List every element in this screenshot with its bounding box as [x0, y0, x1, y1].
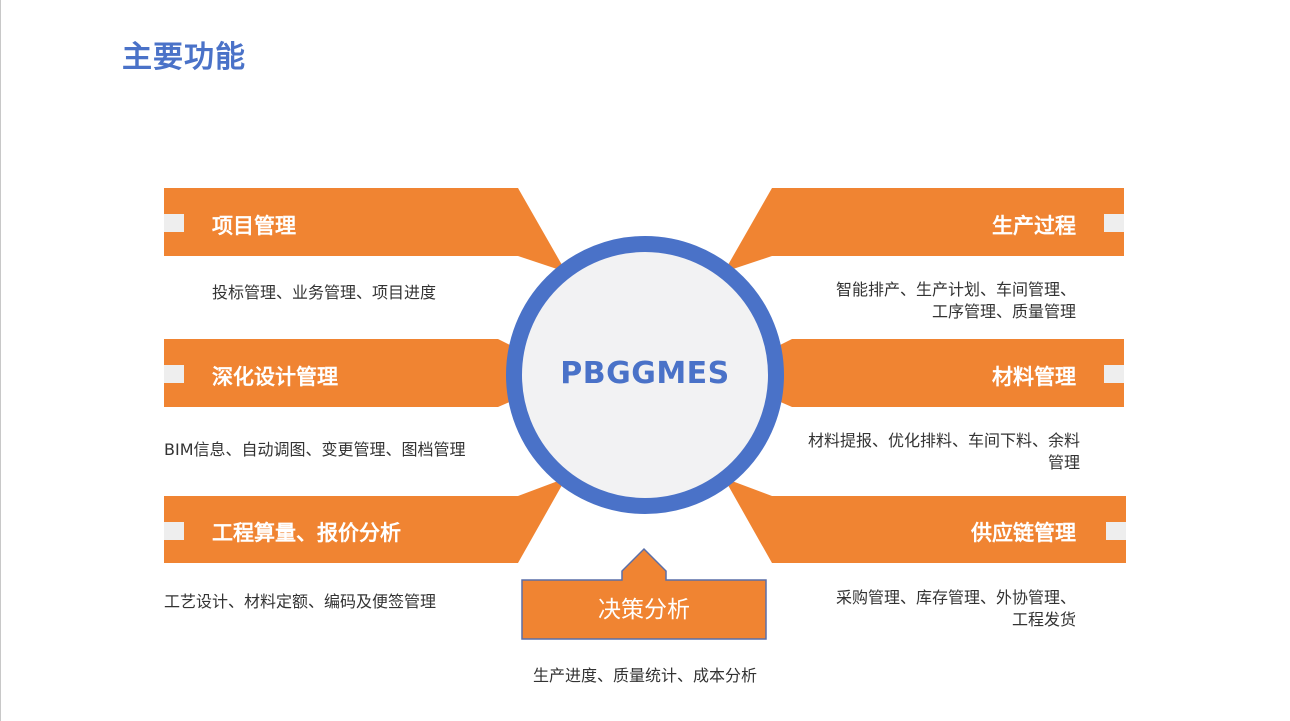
- production-desc: 智能排产、生产计划、车间管理、工序管理、质量管理: [836, 280, 1077, 321]
- material-mgmt-band[interactable]: [776, 339, 1124, 407]
- quote-analysis-title: 工程算量、报价分析: [212, 521, 401, 545]
- design-mgmt-title: 深化设计管理: [212, 365, 338, 389]
- project-mgmt-band[interactable]: [164, 188, 566, 272]
- project-mgmt-title: 项目管理: [212, 214, 296, 238]
- material-mgmt-marker: [1104, 365, 1124, 383]
- supply-chain-band[interactable]: [724, 478, 1126, 563]
- supply-chain-title: 供应链管理: [971, 521, 1076, 545]
- supply-chain-desc: 采购管理、库存管理、外协管理、工程发货: [836, 588, 1077, 629]
- material-mgmt-desc: 材料提报、优化排料、车间下料、余料管理: [807, 431, 1080, 472]
- material-mgmt-title: 材料管理: [992, 365, 1076, 389]
- center-hub[interactable]: [506, 236, 784, 514]
- production-band[interactable]: [724, 188, 1124, 272]
- decision-analysis-box[interactable]: [521, 547, 767, 640]
- quote-analysis-desc: 工艺设计、材料定额、编码及便签管理: [164, 592, 437, 611]
- design-mgmt-marker: [164, 365, 184, 383]
- production-title: 生产过程: [992, 214, 1076, 238]
- decision-analysis-desc: 生产进度、质量统计、成本分析: [532, 666, 757, 685]
- left-border-rule: [0, 0, 1, 721]
- project-mgmt-desc: 投标管理、业务管理、项目进度: [212, 283, 437, 302]
- quote-analysis-band[interactable]: [164, 478, 566, 563]
- design-mgmt-band[interactable]: [164, 339, 514, 407]
- design-mgmt-desc: BIM信息、自动调图、变更管理、图档管理: [164, 440, 466, 459]
- quote-analysis-marker: [164, 522, 184, 540]
- supply-chain-marker: [1106, 522, 1126, 540]
- project-mgmt-marker: [164, 214, 184, 232]
- center-hub-label: PBGGMES: [560, 356, 730, 391]
- decision-analysis-title: 决策分析: [598, 597, 690, 623]
- page-title: 主要功能: [122, 40, 246, 75]
- production-marker: [1104, 214, 1124, 232]
